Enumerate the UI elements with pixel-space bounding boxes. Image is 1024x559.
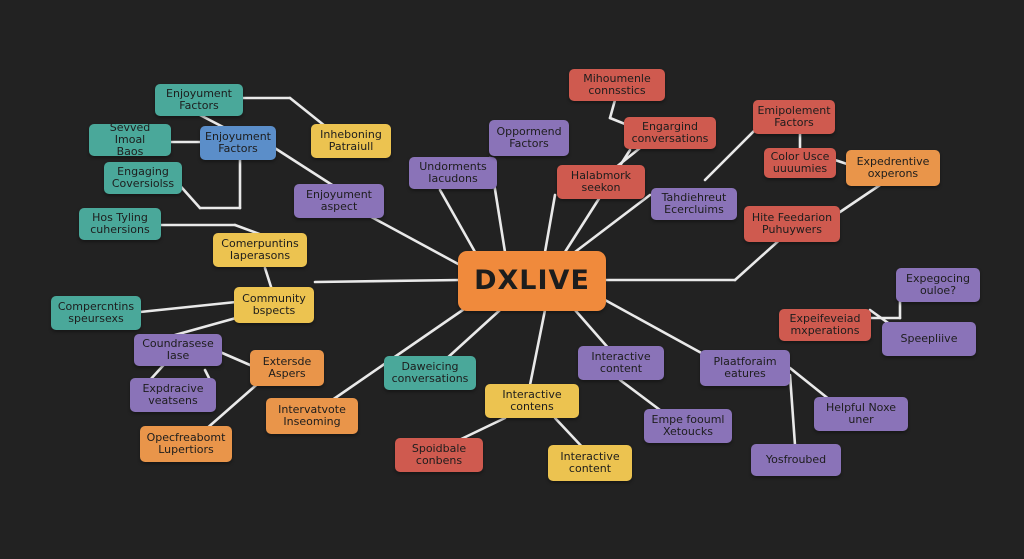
connector: [543, 193, 557, 254]
node-expedrentive-oxperons[interactable]: Expedrentive oxperons: [846, 150, 940, 186]
node-inheboning-patraiull[interactable]: Inheboning Patraiull: [311, 124, 391, 158]
node-plaatforaim-eatures[interactable]: Plaatforaim eatures: [700, 350, 790, 386]
node-expeifeveiad[interactable]: Expeifeveiad mxperations: [779, 309, 871, 341]
node-hite-feedarion[interactable]: Hite Feedarion Puhuywers: [744, 206, 840, 242]
connector: [263, 266, 274, 292]
connector: [443, 308, 502, 362]
connector: [323, 303, 472, 407]
connector: [553, 416, 587, 452]
node-empe-foouml[interactable]: Empe foouml Xetoucks: [644, 409, 732, 443]
connector: [573, 308, 612, 352]
connector: [573, 193, 652, 254]
connector: [438, 188, 477, 254]
connector: [733, 233, 787, 282]
node-interactive-content-yellow[interactable]: Interactive content: [548, 445, 632, 481]
node-extersde-aspers[interactable]: Extersde Aspers: [250, 350, 324, 386]
node-enjoyment-factors-blue[interactable]: Enjoyument Factors: [200, 126, 276, 160]
connector: [703, 123, 762, 182]
node-halabmork-seekon[interactable]: Halabmork seekon: [557, 165, 645, 199]
node-coundrasese-iase[interactable]: Coundrasese Iase: [134, 334, 222, 366]
node-color-usce[interactable]: Color Usce uuuumies: [764, 148, 836, 178]
node-tahdiehreut[interactable]: Tahdiehreut Ecercluims: [651, 188, 737, 220]
connector: [838, 183, 882, 214]
node-speepliive[interactable]: Speepliive: [882, 322, 976, 356]
connector: [788, 373, 797, 447]
node-comerpuntins[interactable]: Comerpuntins Iaperasons: [213, 233, 307, 267]
node-expdracive-veatsens[interactable]: Expdracive veatsens: [130, 378, 216, 412]
node-interactive-content-purple[interactable]: Interactive content: [578, 346, 664, 380]
node-hos-tyling[interactable]: Hos Tyling cuhersions: [79, 208, 161, 240]
connector: [788, 366, 832, 402]
connector: [138, 300, 238, 314]
connector: [218, 350, 252, 367]
node-spoidbale-conbens[interactable]: Spoidbale conbens: [395, 438, 483, 472]
node-opecfreabomt-lupertiors[interactable]: Opecfreabomt Lupertiors: [140, 426, 232, 462]
node-yosfroubed[interactable]: Yosfroubed: [751, 444, 841, 476]
node-enjoyment-aspect[interactable]: Enjoyument aspect: [294, 184, 384, 218]
connector: [618, 378, 662, 412]
node-enjoyment-factors-teal[interactable]: Enjoyument Factors: [155, 84, 243, 116]
connector: [268, 143, 342, 192]
node-expegocing-ouloe[interactable]: Expegocing ouloe?: [896, 268, 980, 302]
connector: [603, 298, 707, 357]
connector: [528, 308, 547, 387]
connector: [608, 98, 617, 120]
node-engaging-conversions[interactable]: Engaging Coversiolss: [104, 162, 182, 194]
connector: [198, 113, 227, 130]
node-compercntins-speursexs[interactable]: Compercntins speursexs: [51, 296, 141, 330]
node-undorments-iacudons[interactable]: Undorments Iacudons: [409, 157, 497, 189]
node-emipolement-factors[interactable]: Emipolement Factors: [753, 100, 835, 134]
connector: [173, 316, 238, 337]
node-mihoumenle-connsstics[interactable]: Mihoumenle connsstics: [569, 69, 665, 101]
node-community-aspects[interactable]: Community bspects: [234, 287, 314, 323]
connector: [313, 278, 462, 284]
node-oppormend-factors[interactable]: Oppormend Factors: [489, 120, 569, 156]
node-interactive-contens[interactable]: Interactive contens: [485, 384, 579, 418]
node-served-ideal-bars[interactable]: Sevved Imoal Baos: [89, 122, 171, 158]
node-helpful-noxe[interactable]: Helpful Noxe uner: [814, 397, 908, 431]
node-daweicing-conversations[interactable]: Daweicing conversations: [384, 356, 476, 390]
node-intervatvote-inseoming[interactable]: Intervatvote Inseoming: [266, 398, 358, 434]
connector: [203, 378, 264, 432]
central-node[interactable]: DXLIVE: [458, 251, 606, 311]
node-engargind-conversations[interactable]: Engargind conversations: [624, 117, 716, 149]
